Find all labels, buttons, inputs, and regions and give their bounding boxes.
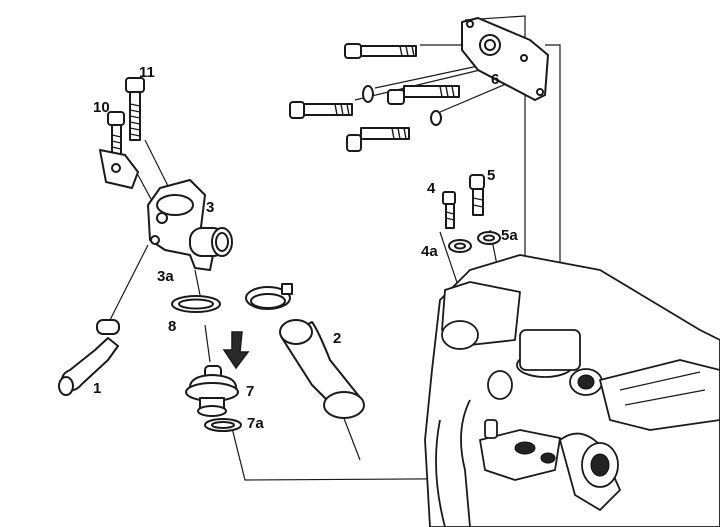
label-11: 11 bbox=[139, 64, 155, 81]
label-3a: 3a bbox=[157, 268, 174, 285]
label-4: 4 bbox=[427, 180, 436, 197]
label-7: 7 bbox=[246, 383, 254, 400]
hose-large bbox=[279, 319, 365, 419]
arrow-icon bbox=[222, 331, 250, 370]
label-5a: 5a bbox=[501, 227, 518, 244]
top-bolt-upper bbox=[344, 43, 417, 59]
seal-5a bbox=[477, 231, 501, 245]
hose-small bbox=[58, 319, 120, 396]
label-1: 1 bbox=[93, 380, 101, 397]
label-3: 3 bbox=[206, 199, 214, 216]
thermostat-seal bbox=[204, 418, 242, 432]
sensor-4 bbox=[442, 191, 456, 229]
bolt-11 bbox=[125, 77, 145, 141]
top-bolt-middle bbox=[387, 85, 460, 105]
cover-plate bbox=[461, 17, 549, 101]
label-7a: 7a bbox=[247, 415, 264, 432]
engine-block bbox=[424, 254, 720, 527]
label-2: 2 bbox=[333, 330, 341, 347]
label-5: 5 bbox=[487, 167, 495, 184]
label-8: 8 bbox=[168, 318, 176, 335]
seal-4a bbox=[448, 239, 472, 253]
sensor-5 bbox=[469, 174, 485, 216]
hose-clamp bbox=[245, 283, 293, 310]
top-bolt-left bbox=[289, 85, 374, 119]
label-4a: 4a bbox=[421, 243, 438, 260]
o-ring bbox=[171, 295, 221, 313]
thermostat-housing bbox=[147, 179, 233, 271]
bracket bbox=[99, 149, 139, 189]
part-labels: 11 10 3 3a 8 1 2 7 7a 6 4 5 4a 5a bbox=[93, 64, 518, 432]
label-10: 10 bbox=[93, 99, 110, 116]
thermostat bbox=[185, 365, 239, 417]
top-bolt-lower bbox=[346, 110, 442, 152]
label-6: 6 bbox=[491, 71, 499, 88]
